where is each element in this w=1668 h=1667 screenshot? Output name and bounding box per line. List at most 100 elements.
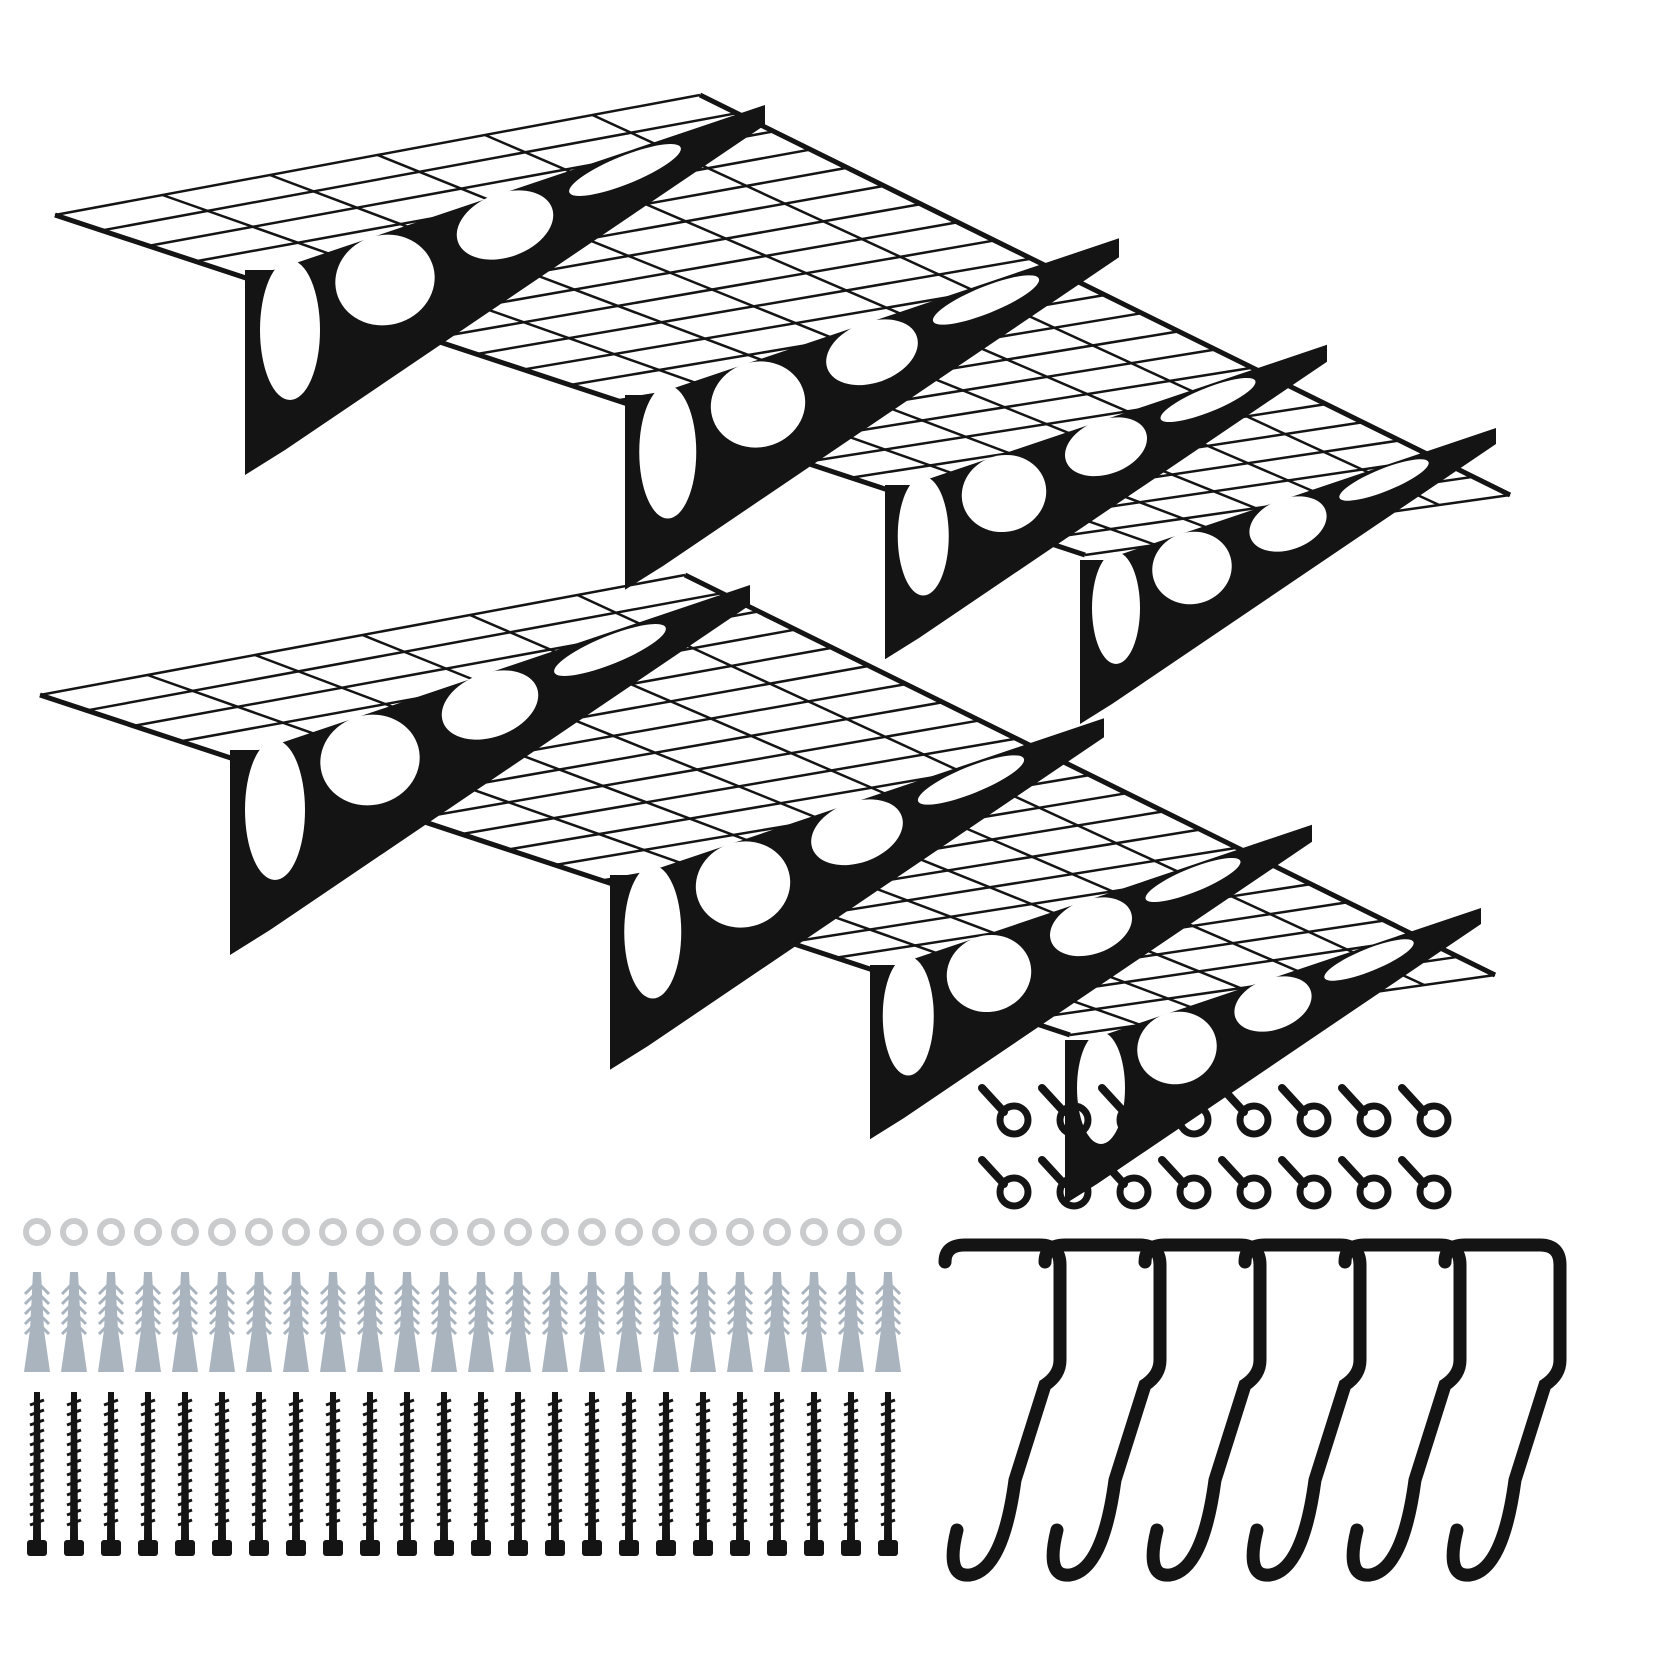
screw-thread: [29, 1418, 45, 1427]
screw-thread: [880, 1428, 896, 1437]
bracket-cutout: [245, 740, 305, 880]
wall-anchor: [800, 1272, 828, 1372]
screw-thread: [214, 1428, 230, 1437]
screw-head: [212, 1540, 232, 1556]
screw-thread: [140, 1448, 156, 1457]
screw-thread: [621, 1458, 637, 1467]
screw-thread: [29, 1448, 45, 1457]
screw-thread: [843, 1428, 859, 1437]
anchor-fin: [430, 1323, 458, 1336]
screw-thread: [732, 1518, 748, 1527]
screw-thread: [658, 1398, 674, 1407]
anchor-fin: [874, 1293, 902, 1306]
screw-thread: [510, 1408, 526, 1417]
clip-tab: [1098, 1084, 1128, 1116]
shelf-bracket: [870, 824, 1312, 1140]
anchor-fin: [208, 1323, 236, 1336]
cable-clip: [1398, 1156, 1452, 1210]
screw-thread: [510, 1478, 526, 1487]
wire-shelf: [54, 92, 1512, 724]
screw-thread: [658, 1468, 674, 1477]
anchor-fin: [504, 1283, 532, 1296]
screw-thread: [695, 1488, 711, 1497]
screw: [804, 1392, 824, 1556]
anchor-body: [431, 1272, 457, 1372]
anchor-fin: [467, 1293, 495, 1306]
cable-clip: [1098, 1156, 1152, 1210]
anchor-fin: [800, 1283, 828, 1296]
screw-thread: [214, 1398, 230, 1407]
screw-thread: [806, 1468, 822, 1477]
screw-thread: [288, 1418, 304, 1427]
cable-clip: [1098, 1084, 1152, 1138]
screw-thread: [66, 1508, 82, 1517]
bracket-cutout: [1092, 552, 1140, 664]
screw-thread: [288, 1428, 304, 1437]
anchor-body: [98, 1272, 124, 1372]
screw-thread: [251, 1428, 267, 1437]
wall-anchor: [504, 1272, 532, 1372]
screw-thread: [103, 1488, 119, 1497]
screw-thread: [177, 1448, 193, 1457]
washer: [393, 1218, 421, 1246]
screw: [212, 1392, 232, 1556]
bracket-cutout: [554, 624, 666, 676]
screw-thread: [436, 1498, 452, 1507]
screw-thread: [177, 1468, 193, 1477]
screw-thread: [399, 1518, 415, 1527]
screw-thread: [140, 1438, 156, 1447]
anchor-body: [283, 1272, 309, 1372]
screw-thread: [251, 1518, 267, 1527]
screw-thread: [510, 1508, 526, 1517]
screw-thread: [399, 1468, 415, 1477]
screw-thread: [362, 1458, 378, 1467]
anchor-fin: [504, 1313, 532, 1326]
screw-thread: [843, 1448, 859, 1457]
screw-thread: [806, 1398, 822, 1407]
bracket-cutout: [946, 934, 1032, 1013]
screw-thread: [695, 1518, 711, 1527]
anchor-body: [690, 1272, 716, 1372]
screw-thread: [399, 1418, 415, 1427]
cable-clip: [1398, 1084, 1452, 1138]
shelves-group: [39, 92, 1512, 1204]
anchor-fin: [23, 1313, 51, 1326]
screw: [138, 1392, 158, 1556]
screw-thread: [621, 1408, 637, 1417]
screw-thread: [177, 1428, 193, 1437]
screw-thread: [547, 1448, 563, 1457]
screw-thread: [399, 1498, 415, 1507]
screw-thread: [399, 1398, 415, 1407]
screw-thread: [214, 1488, 230, 1497]
anchor-body: [172, 1272, 198, 1372]
screw-thread: [214, 1518, 230, 1527]
anchor-fin: [837, 1313, 865, 1326]
anchor-fin: [134, 1323, 162, 1336]
clip-tab: [1098, 1156, 1128, 1188]
screw-thread: [103, 1478, 119, 1487]
shelf-bracket: [1080, 428, 1496, 724]
screw-thread: [251, 1478, 267, 1487]
screw-thread: [251, 1498, 267, 1507]
screw-thread: [880, 1518, 896, 1527]
anchor-fin: [319, 1323, 347, 1336]
anchor-fin: [393, 1313, 421, 1326]
clip-loop: [1056, 1102, 1092, 1138]
screw-thread: [621, 1478, 637, 1487]
screw-thread: [806, 1498, 822, 1507]
cable-clip: [1038, 1084, 1092, 1138]
wall-anchor: [23, 1272, 51, 1372]
screw-head: [434, 1540, 454, 1556]
clip-tab: [1038, 1156, 1068, 1188]
anchor-fin: [282, 1303, 310, 1316]
screw-thread: [177, 1508, 193, 1517]
bracket-cutout: [1152, 531, 1232, 605]
screw-thread: [362, 1438, 378, 1447]
washer: [245, 1218, 273, 1246]
screw-thread: [399, 1508, 415, 1517]
screw-thread: [880, 1488, 896, 1497]
anchor-fin: [60, 1293, 88, 1306]
screw-head: [545, 1540, 565, 1556]
anchor-fin: [134, 1303, 162, 1316]
wall-anchor: [393, 1272, 421, 1372]
